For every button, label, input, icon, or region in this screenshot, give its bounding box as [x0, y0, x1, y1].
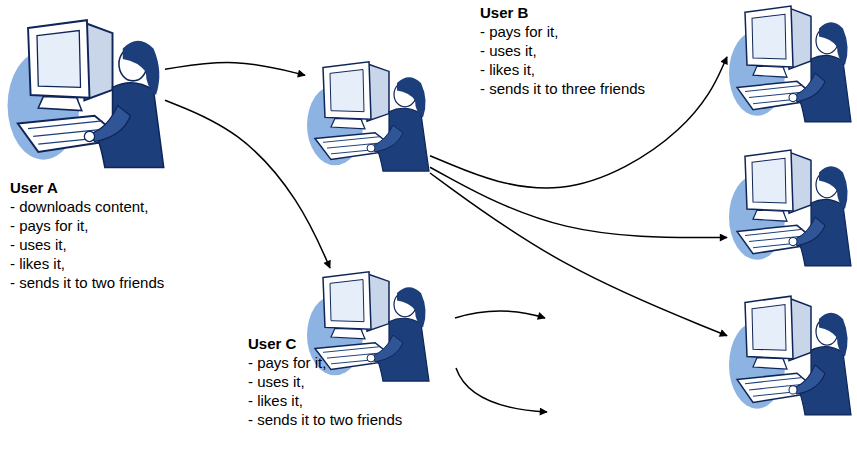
- user-node: [727, 292, 852, 417]
- user-action: - downloads content,: [10, 197, 164, 216]
- user-node: User C- pays for it,- uses it,- likes it…: [305, 268, 430, 383]
- user-action: - likes it,: [10, 254, 164, 273]
- user-computer-icon: [5, 15, 165, 170]
- user-node: [727, 2, 852, 124]
- user-action: - sends it to two friends: [10, 273, 164, 292]
- user-action: - uses it,: [248, 372, 402, 391]
- user-computer-icon: [727, 146, 852, 268]
- open-arrow: [455, 311, 545, 318]
- user-computer-icon: [727, 292, 852, 417]
- user-action: - sends it to two friends: [248, 410, 402, 429]
- user-action: - pays for it,: [480, 22, 645, 41]
- user-action: - pays for it,: [248, 353, 402, 372]
- user-computer-icon: [305, 58, 430, 173]
- user-action: - uses it,: [480, 41, 645, 60]
- share-arrow: [165, 100, 330, 268]
- user-description: User C- pays for it,- uses it,- likes it…: [248, 334, 402, 429]
- user-node: User A- downloads content,- pays for it,…: [5, 15, 165, 170]
- user-heading: User A: [10, 178, 164, 197]
- user-node: [727, 146, 852, 268]
- open-arrow: [456, 368, 547, 412]
- share-arrow: [430, 173, 727, 336]
- user-heading: User B: [480, 3, 645, 22]
- user-action: - likes it,: [480, 60, 645, 79]
- share-arrow: [165, 63, 305, 76]
- user-description: User B- pays for it,- uses it,- likes it…: [480, 3, 645, 98]
- user-node: User B- pays for it,- uses it,- likes it…: [305, 58, 430, 173]
- user-action: - uses it,: [10, 235, 164, 254]
- share-arrow: [430, 57, 727, 188]
- user-action: - pays for it,: [10, 216, 164, 235]
- user-description: User A- downloads content,- pays for it,…: [10, 178, 164, 292]
- share-arrow: [430, 167, 727, 237]
- user-action: - sends it to three friends: [480, 79, 645, 98]
- user-computer-icon: [727, 2, 852, 124]
- connectors: [165, 57, 727, 336]
- user-heading: User C: [248, 334, 402, 353]
- open-arrows: [455, 311, 547, 412]
- user-action: - likes it,: [248, 391, 402, 410]
